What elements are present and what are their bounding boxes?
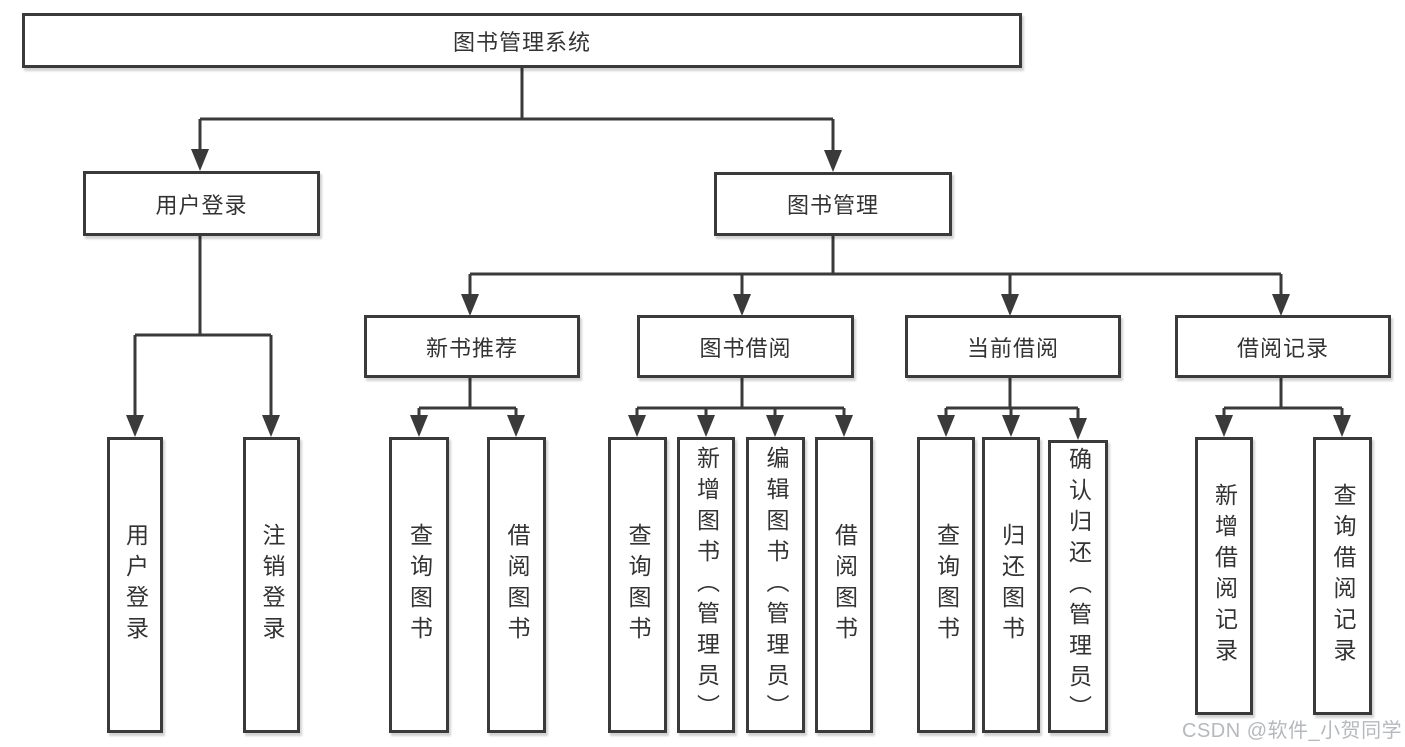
connector-newbook-to-leaves [417,378,518,417]
connector-root-to-level2 [198,66,835,151]
leaf-query-borrow-record: 查询借阅记录 [1313,437,1372,715]
node-label: 借阅图书 [504,523,530,647]
node-library-system: 图书管理系统 [22,13,1022,68]
connector-bookmgmt-to-level3 [468,236,1283,295]
arrow-down-icon [410,415,428,437]
arrow-down-icon [733,294,751,316]
node-label: 查询图书 [406,523,433,647]
leaf-confirm-return-admin: 确认归还（管理员） [1048,440,1108,733]
leaf-query-books: 查询图书 [389,437,449,733]
node-label: 注销登录 [259,523,285,647]
node-user-login-branch: 用户登录 [83,171,320,236]
connector-current-to-leaves [944,378,1080,419]
connector-userlogin-to-leaves [133,236,273,416]
arrow-down-icon [262,415,280,437]
leaf-query-books: 查询图书 [608,437,667,733]
node-label: 用户登录 [155,192,248,218]
node-label: 确认归还（管理员） [1065,447,1092,726]
node-book-borrow: 图书借阅 [637,315,854,378]
arrowheads [126,149,1351,440]
arrow-down-icon [1272,294,1290,316]
arrow-down-icon [835,415,853,437]
node-label: 借阅记录 [1236,335,1329,361]
arrow-down-icon [937,415,955,437]
arrow-down-icon [766,415,784,437]
node-label: 图书管理系统 [452,29,591,55]
node-label: 查询图书 [933,523,960,647]
leaf-return-books: 归还图书 [982,437,1040,733]
node-label: 查询图书 [625,523,651,647]
leaf-query-books: 查询图书 [917,437,975,733]
leaf-edit-books-admin: 编辑图书（管理员） [746,437,805,733]
leaf-add-books-admin: 新增图书（管理员） [677,437,735,733]
node-label: 归还图书 [998,523,1025,647]
connector-bookborrow-to-leaves [635,378,846,417]
arrow-down-icon [1069,418,1087,440]
arrow-down-icon [507,415,525,437]
arrow-down-icon [628,415,646,437]
arrow-down-icon [824,150,842,172]
connector-paths [133,66,1344,419]
arrow-down-icon [191,149,209,171]
arrow-down-icon [1002,415,1020,437]
node-label: 新书推荐 [425,335,518,361]
node-label: 用户登录 [122,523,149,647]
node-borrow-records: 借阅记录 [1175,315,1391,378]
node-label: 图书管理 [786,193,879,218]
connector-records-to-leaves [1222,378,1344,417]
arrow-down-icon [1333,415,1351,437]
node-label: 借阅图书 [831,523,858,647]
node-label: 当前借阅 [966,335,1059,361]
node-current-borrow: 当前借阅 [905,315,1121,378]
leaf-user-login: 用户登录 [107,437,163,733]
leaf-logout: 注销登录 [243,437,300,733]
watermark-text: CSDN @软件_小贺同学 [1182,720,1403,742]
node-label: 查询借阅记录 [1330,483,1356,669]
arrow-down-icon [1001,294,1019,316]
leaf-borrow-books: 借阅图书 [487,437,546,733]
arrow-down-icon [1215,415,1233,437]
node-label: 图书借阅 [699,335,792,361]
node-label: 新增借阅记录 [1211,483,1238,669]
node-label: 新增图书（管理员） [693,445,720,725]
node-label: 编辑图书（管理员） [763,445,789,725]
node-new-book-recommend: 新书推荐 [364,315,580,378]
leaf-add-borrow-record: 新增借阅记录 [1195,437,1253,715]
node-book-management-branch: 图书管理 [714,172,952,236]
arrow-down-icon [126,415,144,437]
arrow-down-icon [697,415,715,437]
leaf-borrow-books: 借阅图书 [815,437,873,733]
arrow-down-icon [461,294,479,316]
